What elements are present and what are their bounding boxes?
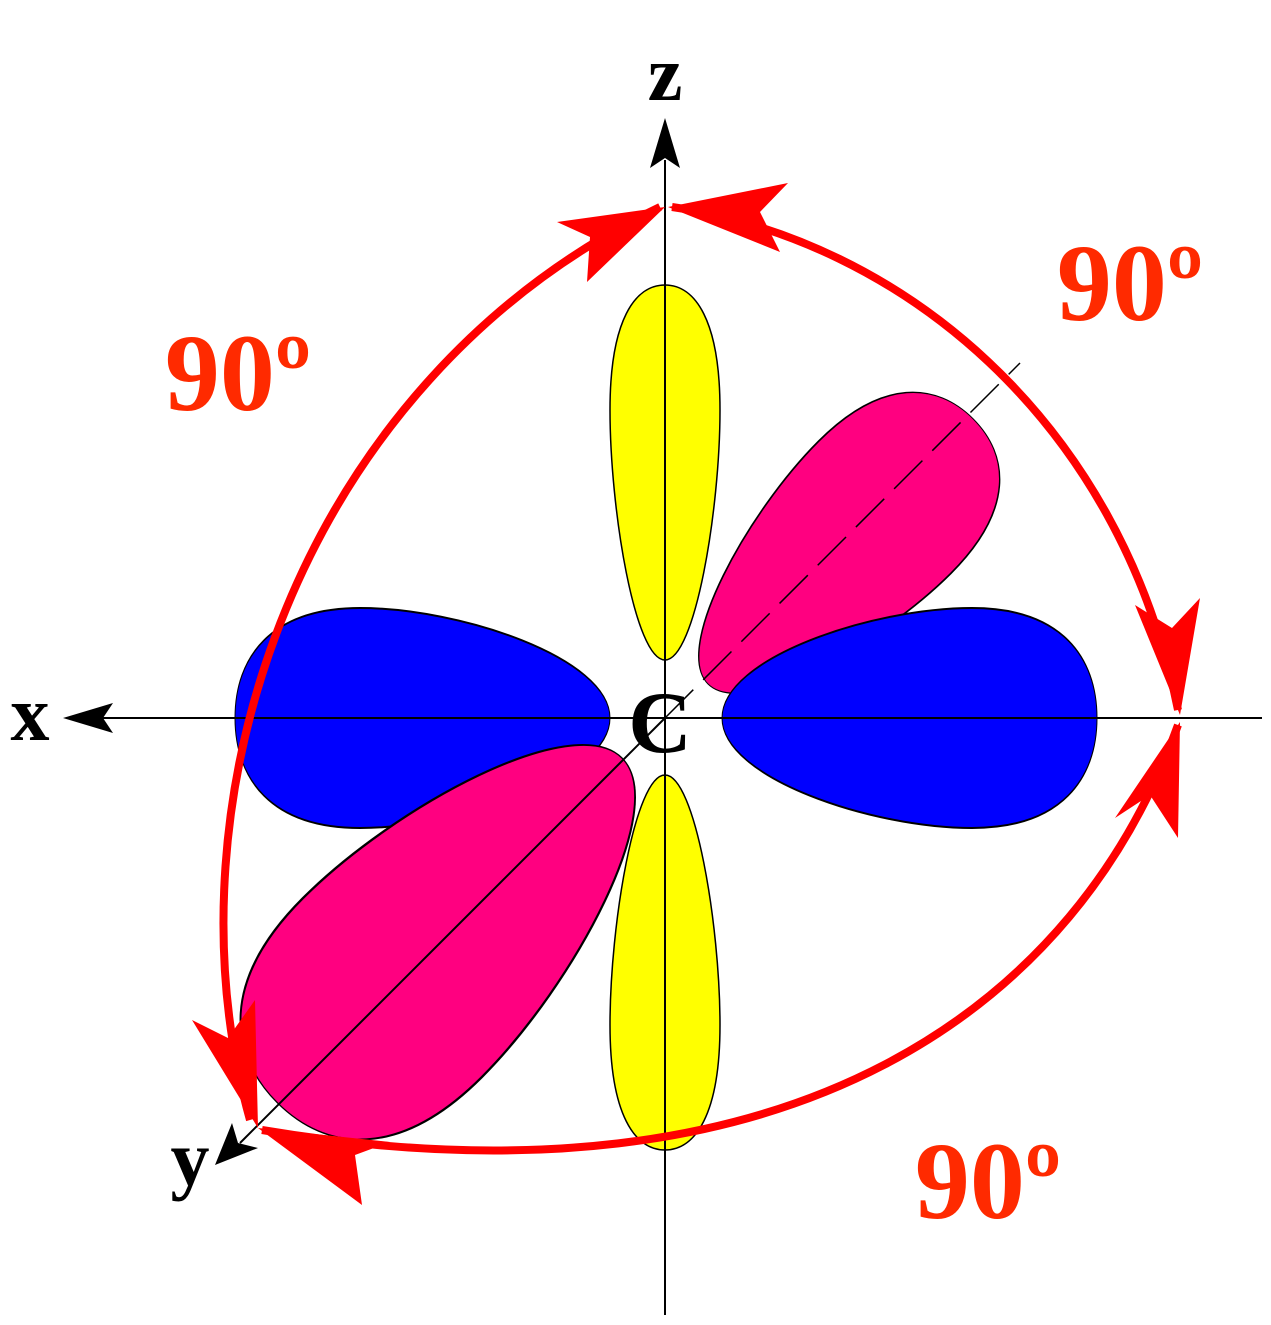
y-axis-label: y [171, 1115, 210, 1202]
arc-x-y [261, 723, 1182, 1155]
arrowhead-icon [1135, 598, 1200, 715]
y-axis [239, 717, 666, 1144]
x-arrow-icon [63, 703, 113, 733]
arrowhead-icon [557, 207, 665, 282]
arrowhead-icon [668, 183, 788, 252]
axes [100, 160, 1262, 1315]
arrowhead-icon [1115, 722, 1180, 838]
angle-label-x-z: 90º [165, 312, 311, 434]
arrowhead-icon [258, 1128, 390, 1205]
y-axis-dashed [664, 362, 1021, 719]
z-axis-label: z [648, 30, 683, 117]
x-axis-label: x [11, 670, 50, 757]
arc-z-x [671, 203, 1182, 711]
center-atom-label: C [628, 675, 692, 772]
arc-arrowheads [192, 183, 1200, 1205]
angle-arcs [219, 203, 1182, 1155]
y-arrow-icon [215, 1123, 258, 1165]
arrowhead-icon [192, 1000, 258, 1128]
arc-y-z [219, 203, 662, 1122]
z-arrow-icon [650, 118, 680, 168]
angle-label-z-y: 90º [1057, 222, 1203, 344]
angle-label-y-x: 90º [915, 1120, 1061, 1242]
